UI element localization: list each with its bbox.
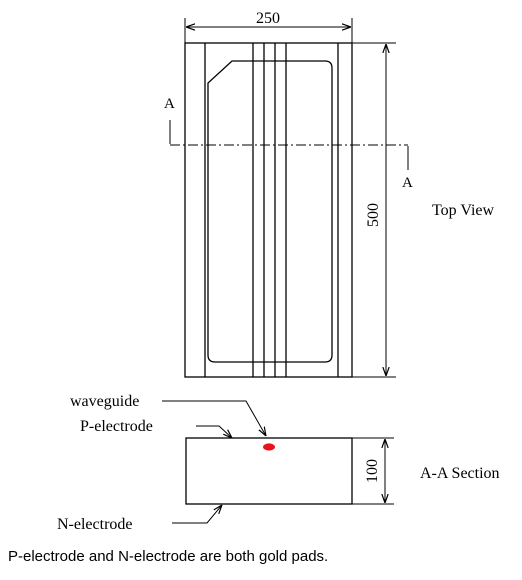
section-mark-left: A (164, 96, 175, 112)
top-view-label: Top View (432, 202, 495, 219)
chip-outline (184, 42, 353, 378)
section-view: 100 waveguide P-electrode N-electrode A-… (57, 393, 500, 533)
p-electrode-leader (196, 425, 232, 438)
caption: P-electrode and N-electrode are both gol… (8, 548, 329, 565)
top-view: A A 250 500 Top View (164, 10, 495, 378)
section-height-value: 100 (364, 459, 381, 483)
width-dimension-value: 250 (256, 10, 280, 27)
n-electrode-leader (172, 505, 222, 524)
p-electrode-label: P-electrode (80, 418, 153, 435)
p-electrode-pad-outline (207, 60, 333, 363)
waveguide-spot (263, 443, 275, 451)
section-view-label: A-A Section (420, 465, 500, 482)
waveguide-label: waveguide (70, 393, 139, 410)
height-dimension-value: 500 (365, 203, 382, 227)
section-outline (185, 437, 353, 505)
section-mark-right: A (402, 175, 413, 191)
waveguide-leader (162, 400, 266, 436)
n-electrode-label: N-electrode (57, 516, 133, 533)
